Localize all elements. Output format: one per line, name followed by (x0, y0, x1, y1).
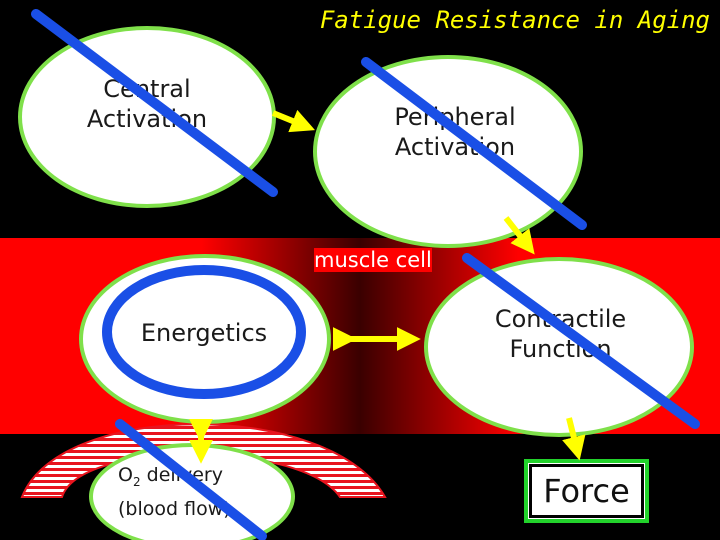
muscle-cell-label: muscle cell (314, 248, 432, 272)
central-activation-oval (18, 26, 276, 208)
force-label: Force (543, 472, 630, 510)
arrow-contractile-to-force (562, 417, 586, 461)
peripheral-activation-oval (313, 55, 583, 248)
contractile-function-oval (424, 257, 694, 437)
o2-delivery-line2: (blood flow) (118, 497, 231, 520)
force-box: Force (524, 459, 649, 523)
o2-symbol: O (118, 464, 133, 486)
strike-peripheral-activation (361, 57, 587, 230)
strike-central-activation (31, 9, 278, 197)
energetics-label: Energetics (140, 319, 268, 347)
strike-o2-delivery (115, 419, 267, 540)
arrow-peripheral-to-contractile (503, 216, 535, 255)
arrow-central-to-peripheral (271, 109, 316, 133)
o2-subscript: 2 (132, 474, 141, 489)
slide-title: Fatigue Resistance in Aging (319, 6, 710, 34)
strike-contractile-function (462, 253, 700, 429)
